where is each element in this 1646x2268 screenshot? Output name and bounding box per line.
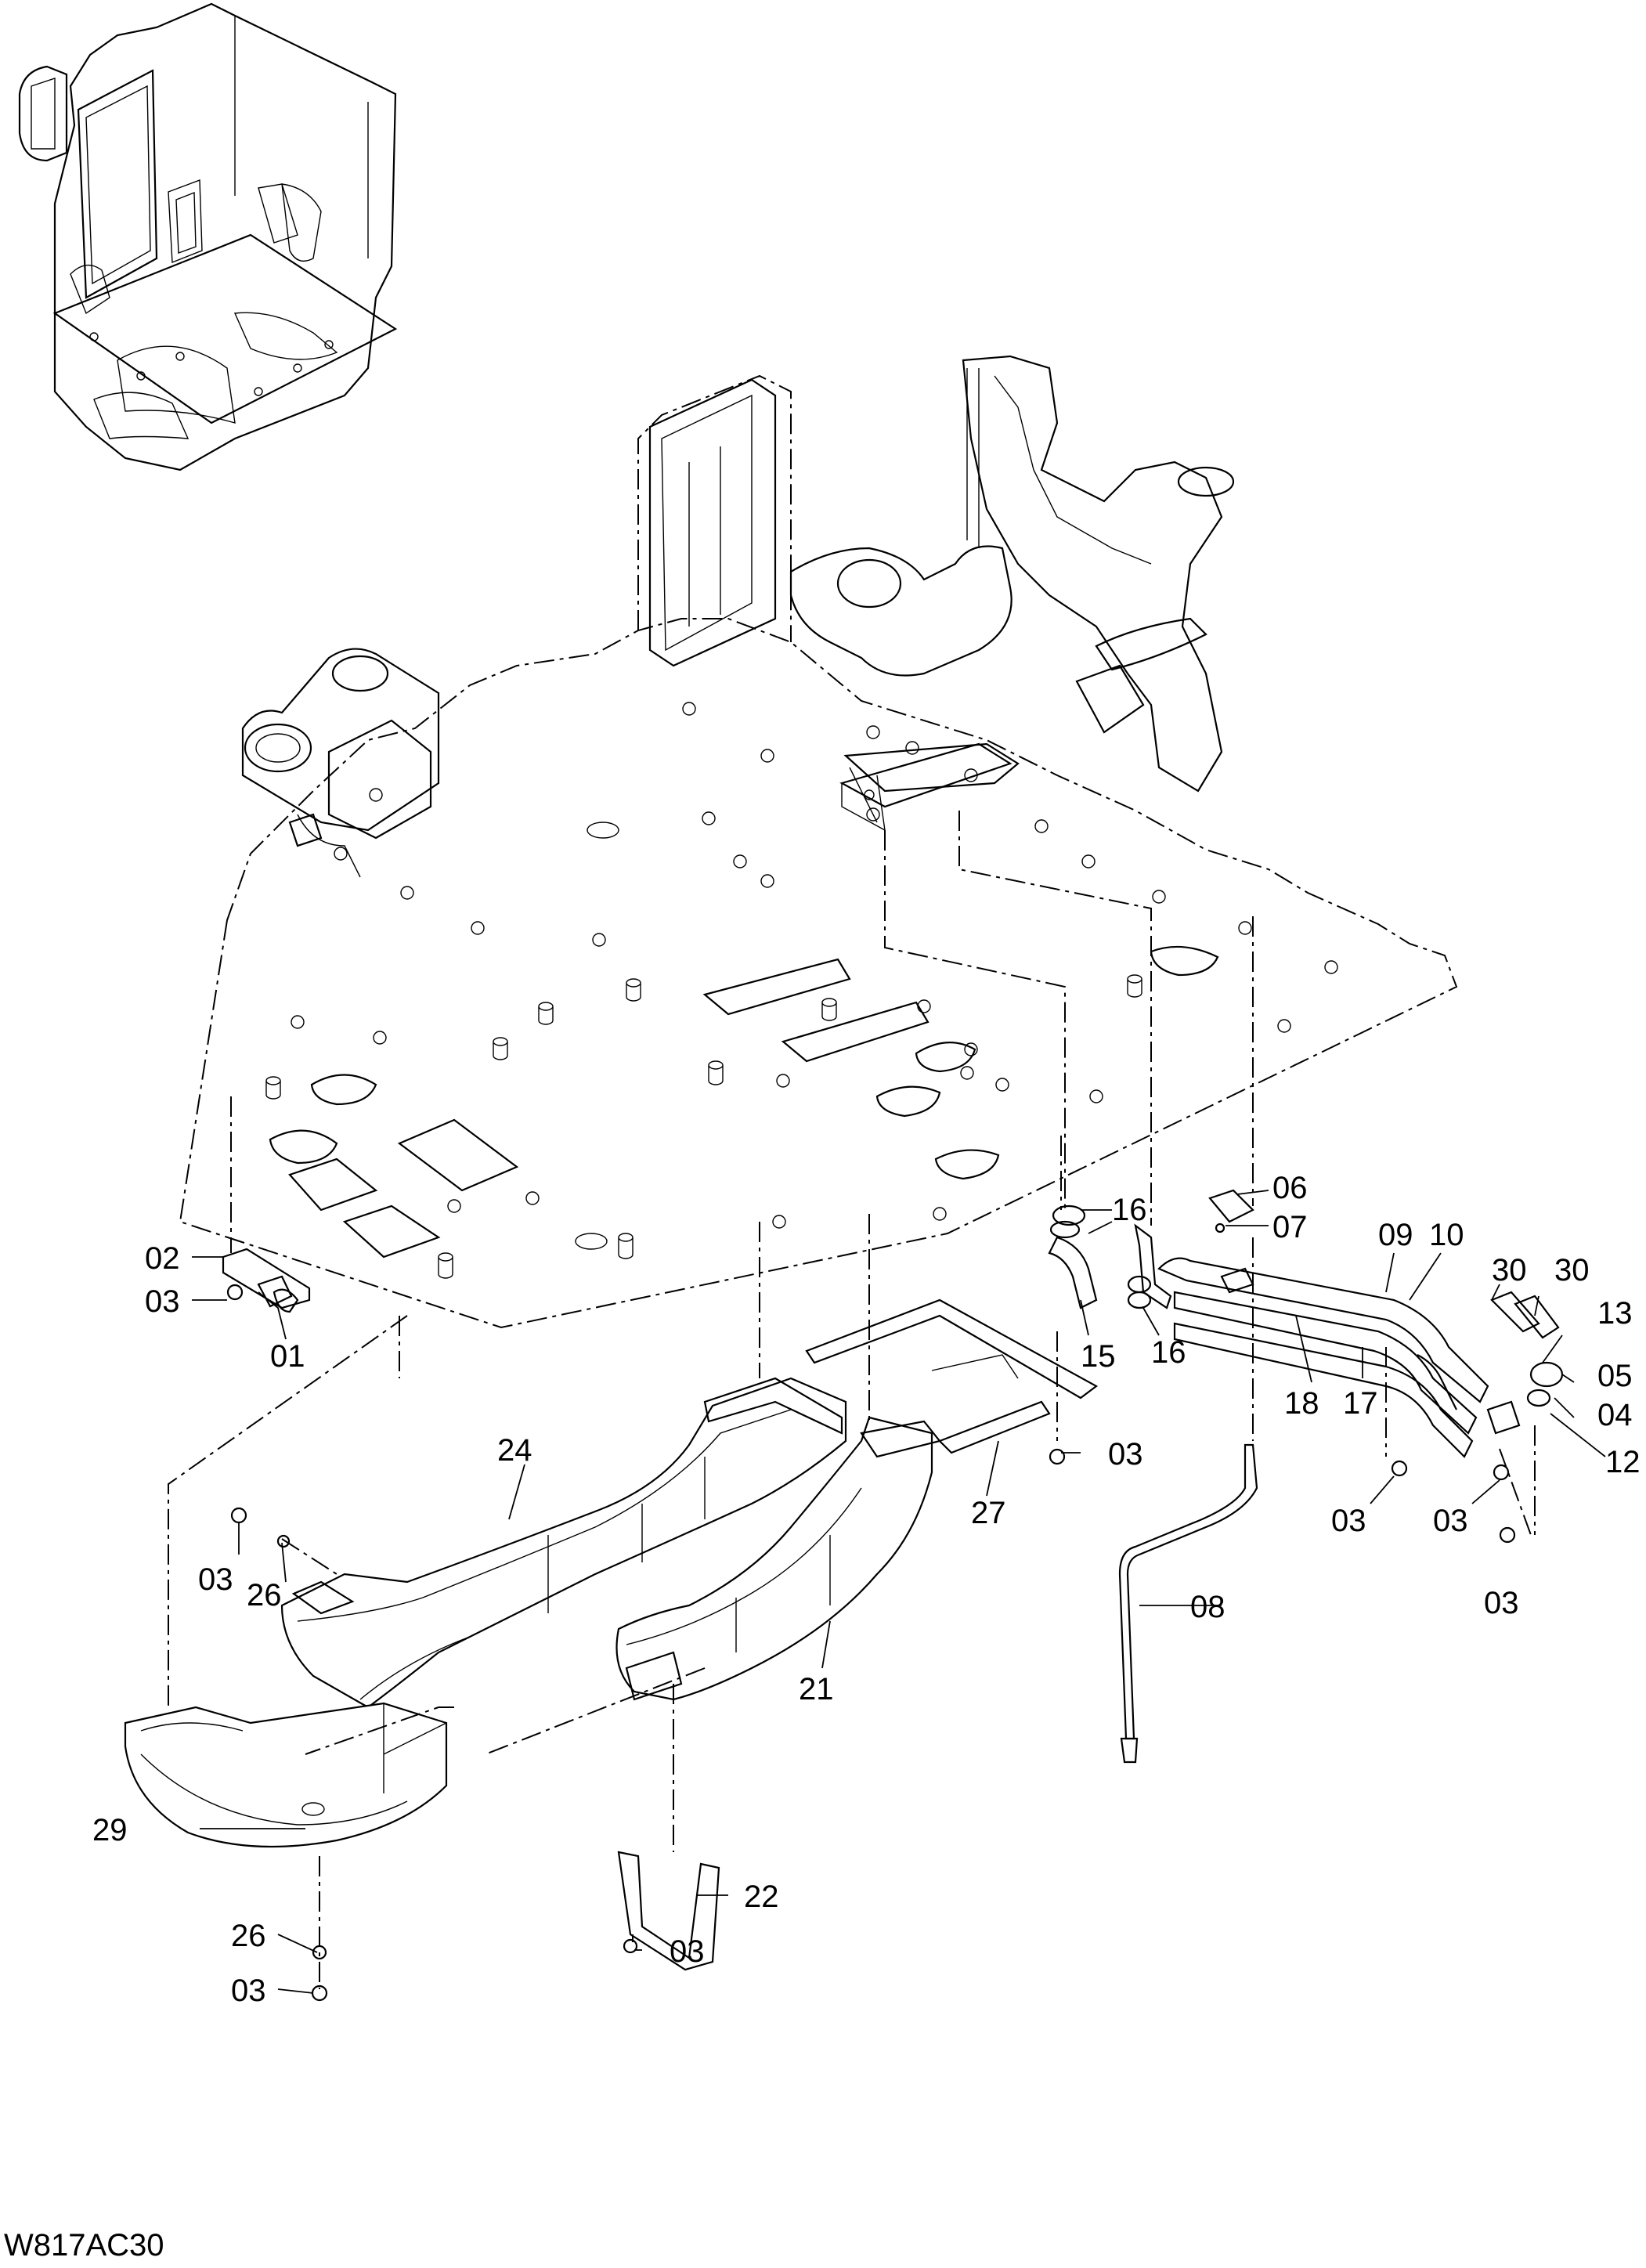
left-vent-duct <box>241 648 440 878</box>
label-08: 08 <box>1190 1590 1225 1624</box>
plate-27 <box>805 1298 1099 1465</box>
label-12: 12 <box>1605 1445 1641 1479</box>
label-03-pipe-c: 03 <box>1484 1586 1519 1620</box>
label-30-right: 30 <box>1554 1253 1590 1287</box>
label-18: 18 <box>1284 1386 1319 1421</box>
plate-bracket <box>839 742 1013 831</box>
cab-overview-inset <box>18 2 398 471</box>
leader-lines <box>192 1190 1606 1994</box>
duct-24 <box>280 1377 847 1709</box>
label-17: 17 <box>1343 1386 1378 1421</box>
label-10: 10 <box>1429 1218 1464 1252</box>
bolts <box>230 1460 1516 2002</box>
label-04: 04 <box>1597 1398 1633 1432</box>
figure-code: W817AC30 <box>4 2228 164 2263</box>
label-26-lower: 26 <box>231 1919 266 1953</box>
label-30-left: 30 <box>1492 1253 1527 1287</box>
label-02: 02 <box>145 1241 180 1276</box>
duct-21 <box>615 1416 941 1701</box>
label-26: 26 <box>247 1578 282 1613</box>
label-03: 03 <box>145 1284 180 1319</box>
assembly-lines <box>168 811 1536 1989</box>
clamp-06 <box>1208 1189 1254 1233</box>
label-03-pipe-b: 03 <box>1433 1504 1468 1538</box>
floor-bolts <box>265 702 1338 1279</box>
label-03-lower: 03 <box>231 1974 266 2008</box>
label-03-duct: 03 <box>198 1562 233 1597</box>
label-24: 24 <box>497 1433 532 1468</box>
fittings-15-16 <box>1048 1204 1152 1309</box>
label-27: 27 <box>971 1496 1006 1530</box>
label-03-pipe-a: 03 <box>1331 1504 1366 1538</box>
bracket-02 <box>222 1096 400 1378</box>
label-09: 09 <box>1378 1218 1413 1252</box>
hose-08 <box>1118 1443 1258 1764</box>
label-03-bracket: 03 <box>670 1934 705 1969</box>
label-05: 05 <box>1597 1359 1633 1393</box>
label-21: 21 <box>799 1672 834 1706</box>
label-01: 01 <box>270 1339 305 1374</box>
duct-29 <box>124 1702 448 1848</box>
floor-plate <box>179 374 1458 1329</box>
bracket-22 <box>617 1851 720 1971</box>
label-07: 07 <box>1272 1210 1308 1244</box>
label-16-lower: 16 <box>1151 1335 1186 1370</box>
floor-openings <box>269 822 1219 1259</box>
heater-pipes <box>1134 1223 1564 1458</box>
label-15: 15 <box>1081 1339 1116 1374</box>
part-labels: 02 03 01 16 06 07 09 10 30 30 13 05 04 1… <box>92 1171 1641 2008</box>
label-29: 29 <box>92 1813 128 1847</box>
label-22: 22 <box>744 1880 779 1914</box>
label-03-plate: 03 <box>1108 1437 1143 1472</box>
label-16: 16 <box>1112 1193 1147 1227</box>
label-13: 13 <box>1597 1296 1633 1331</box>
heater-unit <box>648 355 1235 831</box>
label-06: 06 <box>1272 1171 1308 1205</box>
